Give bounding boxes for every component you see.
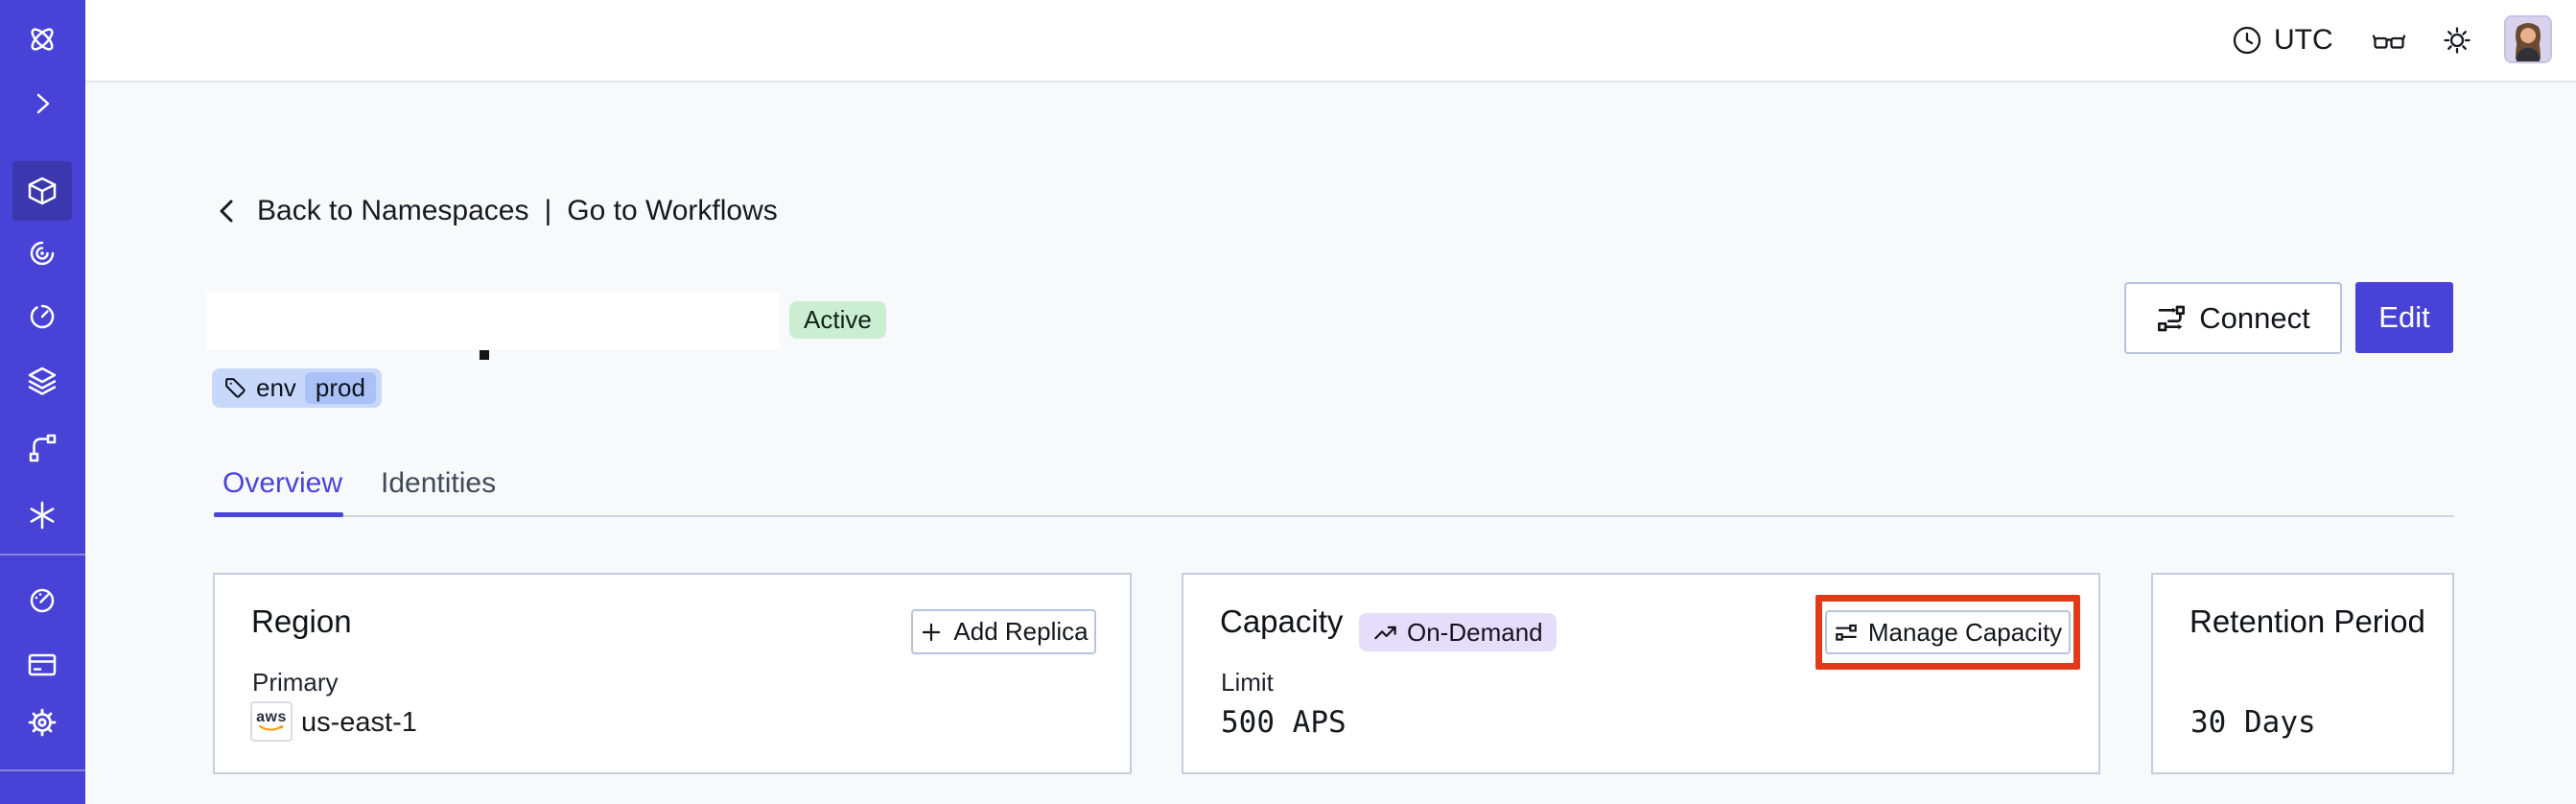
tag-key: env: [256, 373, 296, 402]
on-demand-badge: On-Demand: [1359, 613, 1557, 651]
sidebar-item-namespaces[interactable]: [12, 161, 72, 221]
namespace-tag: env prod: [212, 368, 382, 408]
edit-button-label: Edit: [2378, 300, 2430, 334]
region-card-title: Region: [251, 603, 352, 639]
timezone-selector[interactable]: UTC: [2274, 24, 2333, 56]
tag-value-chip: prod: [304, 372, 376, 404]
aws-logo-text: aws: [256, 708, 287, 725]
aws-smile-icon: [259, 724, 284, 731]
sidebar-item-support[interactable]: [12, 791, 72, 804]
connect-button[interactable]: Connect: [2124, 282, 2342, 354]
sidebar-item-deployments[interactable]: [12, 351, 72, 411]
chevron-left-icon[interactable]: [213, 197, 242, 225]
sidebar-item-nexus[interactable]: [12, 485, 72, 545]
namespace-title-redacted: [206, 293, 780, 349]
sidebar-item-usage[interactable]: [12, 571, 72, 630]
gauge-icon: [30, 588, 55, 613]
region-value: us-east-1: [301, 707, 417, 738]
credit-card-icon: [28, 653, 57, 676]
glasses-icon[interactable]: [2372, 26, 2406, 57]
edit-button[interactable]: Edit: [2355, 282, 2453, 353]
connect-button-label: Connect: [2199, 300, 2310, 335]
capacity-card: Capacity On-Demand Manage Capacity: [1182, 573, 2100, 774]
retention-card: Retention Period 30 Days: [2151, 573, 2454, 774]
breadcrumb: Back to Namespaces | Go to Workflows: [213, 195, 778, 227]
tab-divider-rule: [214, 515, 2454, 517]
sun-theme-toggle-icon[interactable]: [2442, 25, 2472, 56]
gear-icon: [28, 708, 57, 737]
limit-value: 500 APS: [1221, 705, 1347, 740]
sidebar-divider: [0, 769, 85, 771]
go-to-workflows-link[interactable]: Go to Workflows: [567, 195, 778, 226]
manage-capacity-highlight: Manage Capacity: [1815, 595, 2080, 670]
sliders-icon: [1835, 624, 1857, 641]
topbar: UTC: [85, 0, 2576, 83]
layers-icon: [28, 367, 57, 395]
sidebar-item-settings[interactable]: [12, 693, 72, 752]
timer-icon: [30, 304, 55, 329]
cube-icon: [28, 177, 57, 205]
tab-overview[interactable]: Overview: [222, 467, 343, 499]
plus-icon: [923, 623, 941, 641]
back-to-namespaces-link[interactable]: Back to Namespaces: [257, 195, 529, 226]
retention-card-title: Retention Period: [2190, 603, 2425, 639]
temporal-logo-icon[interactable]: [12, 10, 72, 69]
sidebar-item-worker-versions[interactable]: [12, 418, 72, 478]
main-content: Back to Namespaces | Go to Workflows Act…: [85, 83, 2576, 804]
spiral-icon: [30, 241, 55, 266]
sidebar-expand-button[interactable]: [12, 74, 72, 133]
primary-label: Primary: [252, 668, 339, 697]
sidebar-divider: [0, 554, 85, 556]
asterisk-icon: [30, 501, 55, 530]
manage-capacity-label: Manage Capacity: [1867, 617, 2063, 647]
add-replica-button[interactable]: Add Replica: [911, 609, 1096, 654]
trend-up-icon: [1374, 626, 1396, 639]
user-avatar[interactable]: [2504, 15, 2552, 63]
connect-flow-icon: [2158, 305, 2186, 331]
limit-label: Limit: [1221, 668, 1274, 697]
avatar-photo: [2506, 17, 2550, 61]
retention-value: 30 Days: [2190, 705, 2316, 740]
status-badge: Active: [789, 301, 886, 339]
aws-provider-badge: aws: [250, 701, 293, 742]
branch-icon: [29, 434, 57, 462]
on-demand-badge-label: On-Demand: [1407, 617, 1543, 647]
region-card: Region Add Replica Primary aws us-east-1: [213, 573, 1132, 774]
capacity-card-title: Capacity: [1220, 603, 1344, 639]
temporal-logo-glyph: [31, 28, 54, 51]
manage-capacity-button[interactable]: Manage Capacity: [1825, 610, 2071, 654]
sidebar-item-billing[interactable]: [12, 635, 72, 695]
chevron-right-icon: [36, 93, 50, 114]
breadcrumb-separator: |: [544, 195, 552, 226]
add-replica-label: Add Replica: [953, 617, 1089, 646]
tag-icon: [225, 378, 246, 398]
clock-icon: [2233, 26, 2261, 55]
namespace-title-artifact: [480, 350, 489, 360]
tab-identities[interactable]: Identities: [381, 467, 497, 499]
sidebar-item-workflows[interactable]: [12, 224, 72, 283]
sidebar: [0, 0, 85, 804]
sidebar-item-schedules[interactable]: [12, 287, 72, 346]
active-tab-underline: [214, 512, 343, 517]
